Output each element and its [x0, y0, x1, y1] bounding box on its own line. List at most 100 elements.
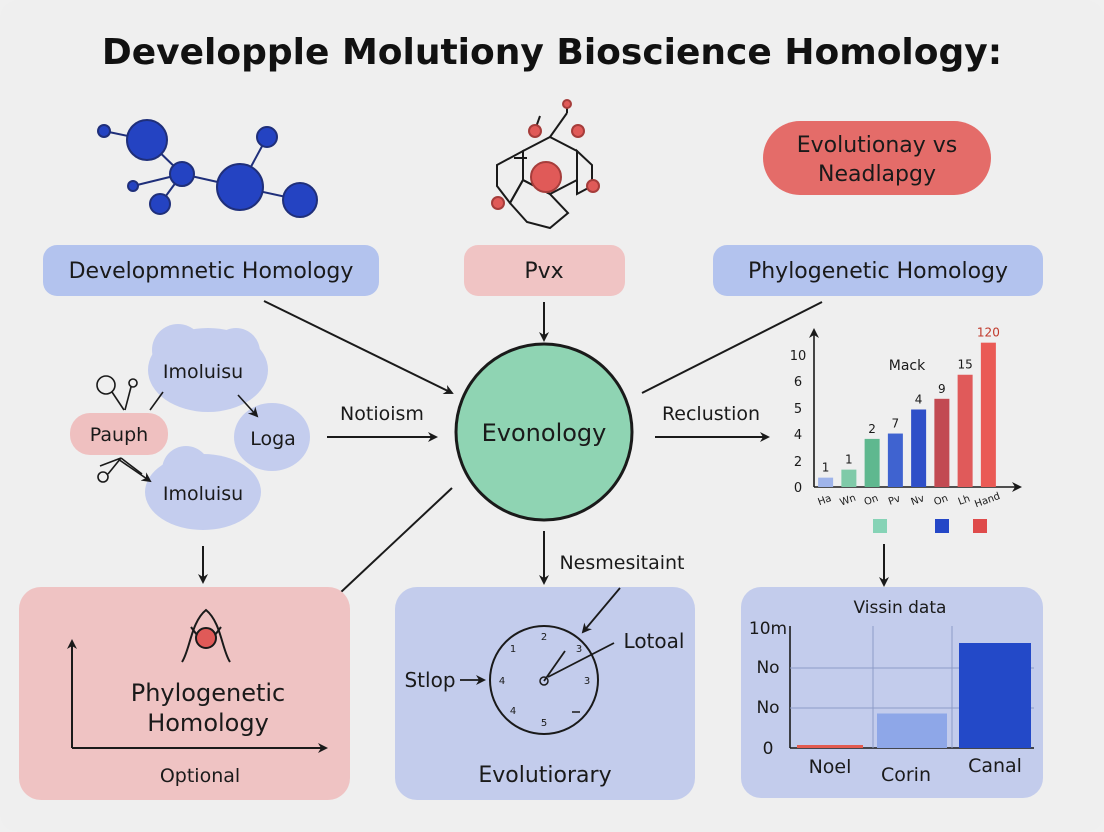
arrow-developmental-to-center	[263, 300, 454, 394]
phylogenetic-homology-pill	[713, 245, 1043, 296]
chart1-bar	[887, 433, 903, 487]
dial-number: 2	[541, 632, 547, 643]
chart2-bar	[877, 713, 947, 748]
chart1-y-tick-label: 6	[794, 375, 802, 390]
chart1-y-tick-label: 4	[794, 428, 802, 443]
dial-pointer	[547, 642, 615, 678]
chart1-x-tick-label: Lh	[957, 493, 972, 507]
chart2-x-tick-label: Canal	[968, 755, 1022, 777]
pvx-pill	[464, 245, 625, 296]
dial-number: 5	[541, 718, 547, 729]
chart1-y-tick-label: 2	[794, 455, 802, 470]
chart1-title: Mack	[889, 358, 926, 374]
line-phylogenetic-to-center	[641, 301, 823, 394]
chart1-x-tick-label: Ha	[816, 493, 833, 508]
arrow-label-to-dial	[581, 587, 621, 634]
dial-center	[539, 676, 549, 686]
arrow-cluster-to-bottom	[117, 458, 152, 483]
dial-number: 4	[499, 676, 505, 687]
chart1-bar	[934, 398, 950, 487]
chart2-x-tick-label: Noel	[809, 756, 852, 778]
dial-hand	[543, 650, 566, 682]
center-node	[454, 342, 634, 522]
node-link-icon-top	[96, 375, 138, 411]
chart1-x-tick-label: Pv	[887, 493, 902, 507]
phylogenetic-homology-label: Phylogenetic Homology	[748, 259, 1008, 284]
cluster-top-label: Imoluisu	[163, 361, 243, 383]
chart1-y-tick-label: 0	[794, 481, 802, 496]
developmental-homology-pill	[43, 245, 379, 296]
chart1-legend-swatch	[973, 519, 987, 533]
chart1-legend-swatch	[935, 519, 949, 533]
chart1-y-tick-label: 5	[794, 402, 802, 417]
chart1-bar	[957, 374, 973, 487]
evolutionary-vs-pill	[763, 121, 991, 195]
chart1-bar	[841, 469, 857, 487]
evolutionary-vs-line-1: Evolutionay vs	[797, 133, 958, 158]
arrow-cluster-top-to-pauph	[149, 391, 164, 411]
panel-left-title-line-2: Homology	[147, 709, 269, 737]
developmental-homology-label: Developmnetic Homology	[69, 259, 354, 284]
center-label: Evonology	[482, 419, 607, 447]
chart2-y-tick-label: 0	[763, 739, 774, 759]
chart2-title: Vissin data	[854, 598, 947, 618]
chart1-x-tick-label: Nv	[910, 493, 926, 508]
cluster-middle-left-label: Pauph	[90, 424, 148, 446]
chart1-data-label: 9	[938, 382, 946, 396]
chart1-data-label: 120	[977, 326, 1000, 340]
chart1-bar	[980, 342, 996, 487]
arrow-label-down: Nesmesitaint	[559, 552, 684, 574]
dial-number: 1	[510, 644, 516, 655]
arrow-cluster-to-loga	[237, 394, 259, 418]
dial-number: 3	[576, 644, 582, 655]
arrow-label-right: Reclustion	[662, 403, 760, 425]
dial-icon	[489, 625, 599, 735]
pvx-label: Pvx	[524, 259, 563, 284]
chart1-data-label: 1	[822, 461, 830, 475]
chart2-y-tick-label: No	[756, 658, 779, 678]
panel-center	[395, 587, 695, 800]
cluster-middle-right-label: Loga	[250, 428, 296, 450]
chart1-y-tick-label: 10	[790, 349, 807, 364]
diagram-title: Developple Molutiony Bioscience Homology…	[102, 32, 1002, 73]
cloud-top-bump-2	[212, 328, 260, 376]
chart1-x-tick-label: Wn	[839, 493, 858, 509]
chart1-data-label: 7	[892, 417, 900, 431]
chart1-x-tick-label: On	[932, 493, 949, 508]
cluster-group: Imoluisu Pauph Loga Imoluisu	[70, 324, 310, 530]
chart1-bar	[818, 477, 834, 487]
chart1-data-label: 15	[957, 358, 972, 372]
chart2-bar	[797, 745, 863, 748]
chart1-x-tick-label: Hand	[973, 491, 1002, 510]
chart1-data-label: 1	[845, 453, 853, 467]
chart2-bar	[959, 643, 1031, 748]
arrow-label-left: Notioism	[340, 403, 424, 425]
blue-molecule-icon	[97, 119, 318, 218]
chart2-x-tick-label: Corin	[881, 764, 931, 786]
chart1-x-tick-label: On	[863, 493, 880, 508]
node-link-icon-bottom	[97, 457, 143, 483]
dial-number: 3	[584, 676, 590, 687]
dial-pointer-label: Lotoal	[624, 629, 685, 653]
ring-molecule-icon	[491, 99, 600, 230]
panel-left-caption: Optional	[160, 765, 240, 787]
panel-center-caption: Evolutiorary	[478, 763, 611, 788]
chart1-bar	[911, 409, 927, 487]
cluster-bottom-label: Imoluisu	[163, 483, 243, 505]
person-icon	[181, 608, 231, 663]
chart2-y-tick-label: No	[756, 698, 779, 718]
cloud-bottom-bump	[162, 446, 210, 494]
panel-left-title-line-1: Phylogenetic	[131, 679, 286, 707]
chart1-legend-swatch	[873, 519, 887, 533]
panel-left	[19, 587, 350, 800]
cloud-top-bump-1	[152, 324, 204, 376]
chart1-data-label: 2	[868, 422, 876, 436]
dial-input-label: Stlop	[404, 668, 455, 692]
pauph-pill	[70, 413, 168, 455]
chart1-bar	[864, 438, 880, 487]
dial-number: 4	[510, 706, 516, 717]
